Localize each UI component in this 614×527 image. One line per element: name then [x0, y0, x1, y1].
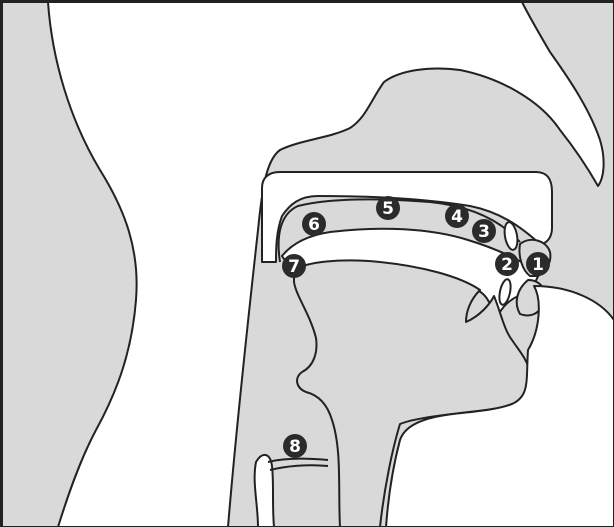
marker-5-hard-palate: 5 — [376, 196, 400, 220]
marker-3-alveolar-ridge: 3 — [472, 219, 496, 243]
marker-8-glottis: 8 — [283, 434, 307, 458]
marker-3-alveolar-ridge-label: 3 — [478, 222, 490, 242]
marker-2-teeth: 2 — [495, 252, 519, 276]
marker-1-lips: 1 — [526, 252, 550, 276]
marker-6-soft-palate: 6 — [302, 212, 326, 236]
marker-7-uvula: 7 — [282, 254, 306, 278]
larynx — [255, 455, 274, 527]
marker-7-uvula-label: 7 — [288, 257, 300, 277]
marker-6-soft-palate-label: 6 — [308, 215, 320, 235]
marker-2-teeth-label: 2 — [501, 255, 513, 275]
marker-4-postalveolar: 4 — [445, 204, 469, 228]
marker-8-glottis-label: 8 — [289, 437, 301, 457]
marker-1-lips-label: 1 — [532, 255, 544, 275]
marker-4-postalveolar-label: 4 — [451, 207, 463, 227]
marker-5-hard-palate-label: 5 — [382, 199, 394, 219]
